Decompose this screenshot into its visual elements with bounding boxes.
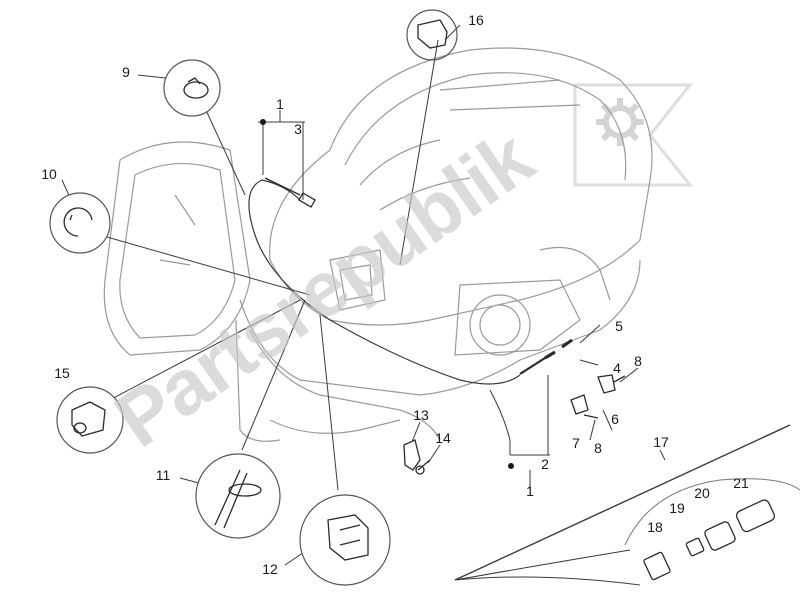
callout-21: 21 (733, 475, 749, 491)
detail-circles (49, 9, 458, 586)
callout-17: 17 (653, 434, 669, 450)
part-sketches (63, 19, 775, 581)
callout-5: 5 (615, 318, 623, 334)
callout-1-top: 1 (276, 96, 284, 112)
callout-8-bottom: 8 (594, 440, 602, 456)
callout-8-top: 8 (634, 353, 642, 369)
callout-3: 3 (294, 121, 302, 137)
callout-2: 2 (541, 456, 549, 472)
callout-10: 10 (41, 166, 57, 182)
callout-6: 6 (611, 411, 619, 427)
callout-4: 4 (613, 360, 621, 376)
callout-9: 9 (122, 64, 130, 80)
callout-18: 18 (647, 519, 663, 535)
callout-19: 19 (669, 500, 685, 516)
callout-13: 13 (413, 407, 429, 423)
leader-lines (61, 24, 800, 586)
callout-16: 16 (468, 12, 484, 28)
callout-11: 11 (155, 467, 171, 483)
watermark-flag-shape (573, 83, 694, 187)
watermark-gear-icon (596, 98, 644, 146)
callout-14: 14 (435, 430, 451, 446)
callout-20: 20 (694, 485, 710, 501)
callout-1-bottom: 1 (526, 483, 534, 499)
callout-12: 12 (262, 561, 278, 577)
callout-15: 15 (54, 365, 70, 381)
bracket-dot-top (260, 119, 266, 125)
bracket-dot-bottom (508, 463, 514, 469)
callout-7: 7 (572, 435, 580, 451)
scooter-frame-drawing (103, 47, 653, 442)
